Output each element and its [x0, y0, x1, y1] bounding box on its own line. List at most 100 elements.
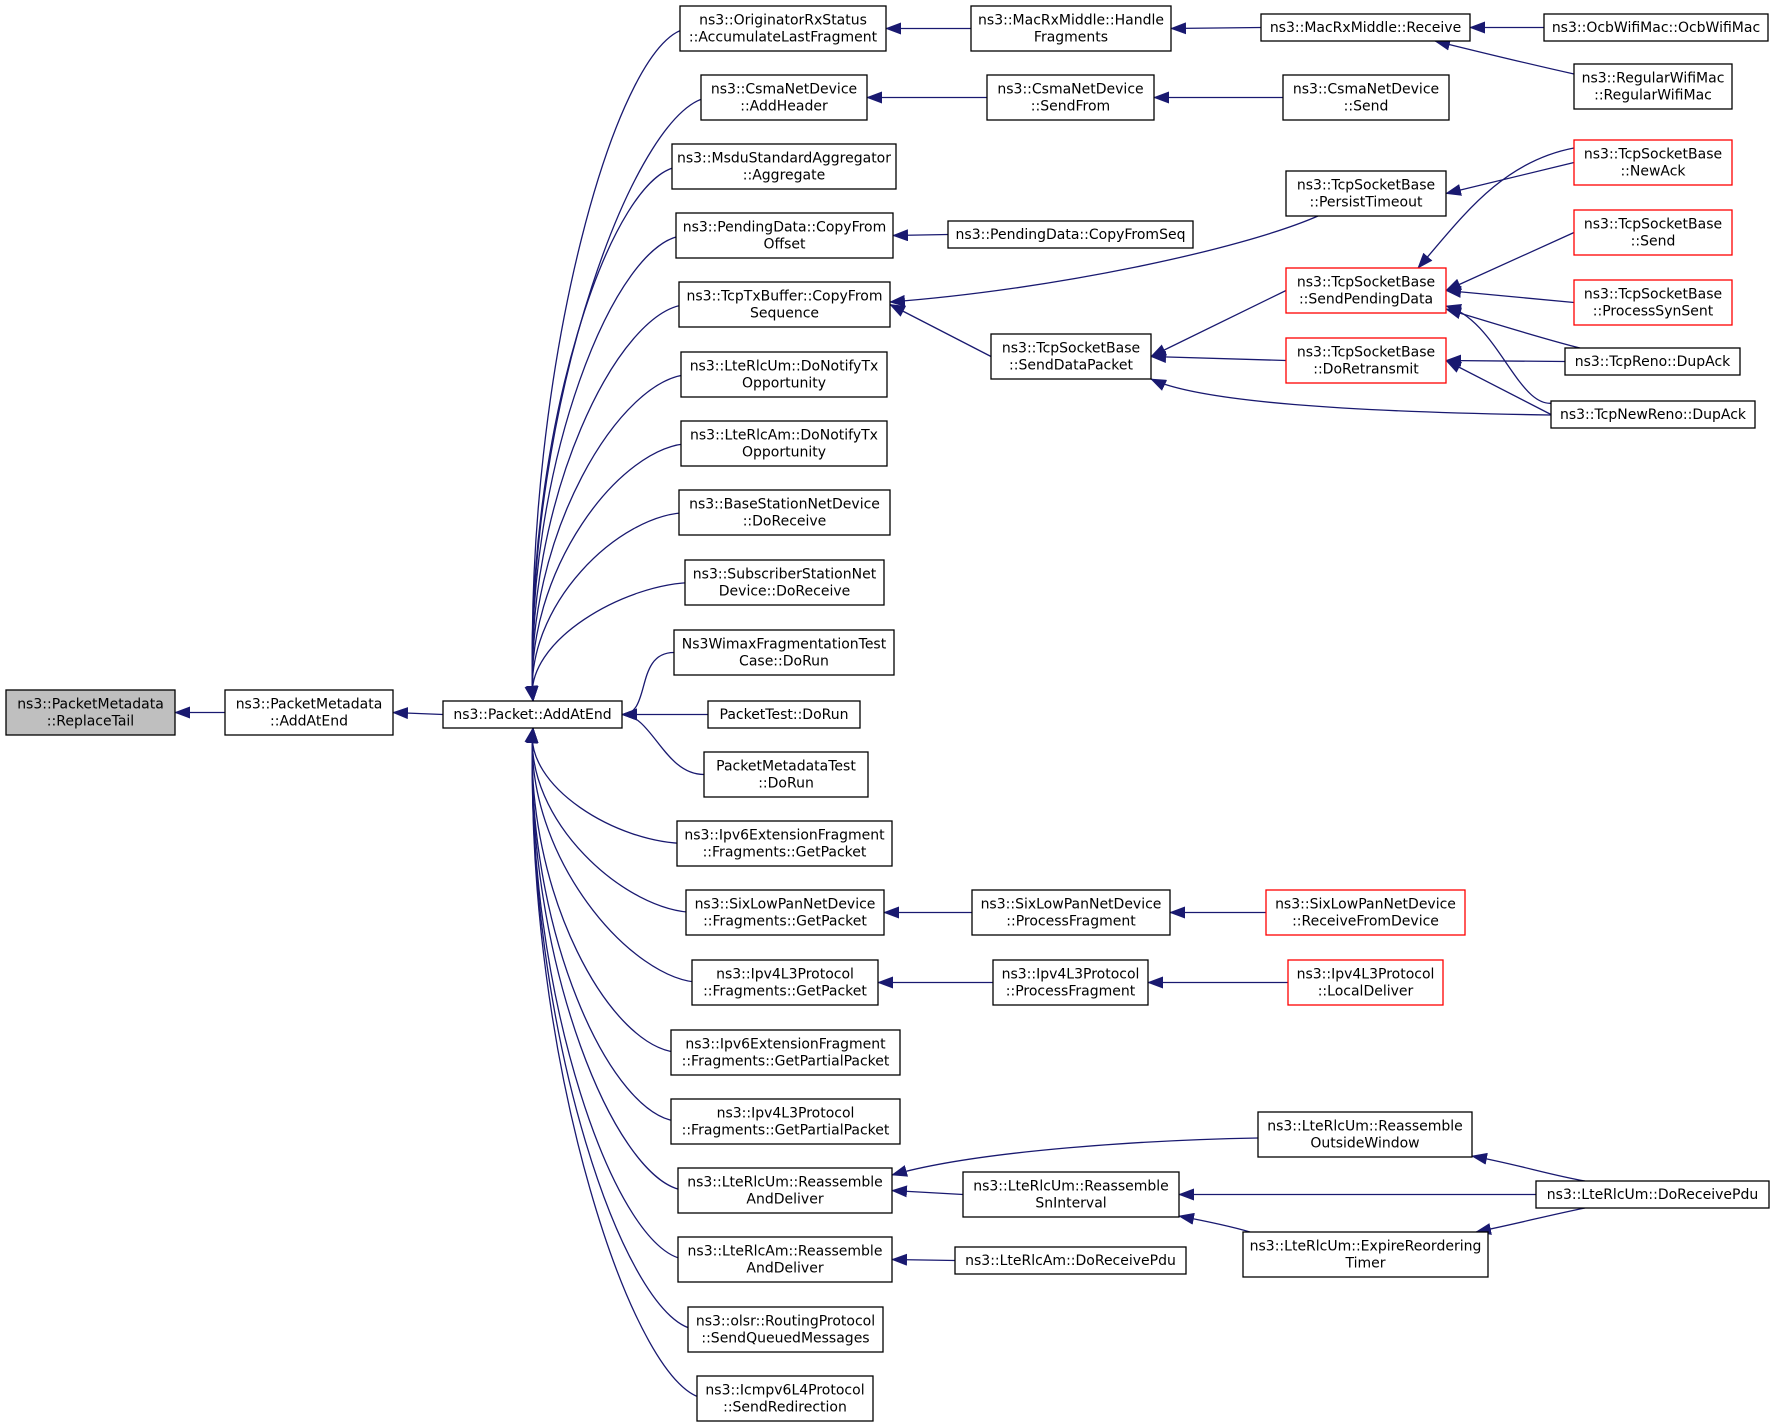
edge-line [892, 229, 949, 242]
node-tcp-process-syn-sent[interactable]: ns3::TcpSocketBase::ProcessSynSent [1573, 279, 1733, 326]
node-tcp-do-retransmit[interactable]: ns3::TcpSocketBase::DoRetransmit [1285, 337, 1447, 384]
node-packet-test[interactable]: PacketTest::DoRun [707, 700, 861, 729]
node-label-line: ::Aggregate [743, 168, 825, 184]
node-label-line: ns3::MacRxMiddle::Handle [978, 13, 1164, 29]
node-box [1573, 209, 1733, 256]
edge-tcp-new-reno-dup-ack-to-tcp-do-retransmit [1445, 359, 1552, 416]
node-packet-add-at-end[interactable]: ns3::Packet::AddAtEnd [442, 700, 623, 729]
node-tcp-send-data-packet[interactable]: ns3::TcpSocketBase::SendDataPacket [990, 333, 1152, 380]
node-ipv4l3-local-deliver[interactable]: ns3::Ipv4L3Protocol::LocalDeliver [1287, 959, 1444, 1006]
node-box [224, 689, 394, 736]
node-label-line: ns3::TcpSocketBase [1584, 147, 1722, 163]
node-box [671, 143, 897, 190]
node-accumulate-last-fragment[interactable]: ns3::OriginatorRxStatus::AccumulateLastF… [679, 5, 887, 52]
node-sixlowpan-receive-from-device[interactable]: ns3::SixLowPanNetDevice::ReceiveFromDevi… [1265, 889, 1466, 936]
node-pm-add-at-end[interactable]: ns3::PacketMetadata::AddAtEnd [224, 689, 394, 736]
node-label-line: ns3::TcpReno::DupAck [1575, 354, 1731, 370]
edge-tcp-reno-dup-ack-to-tcp-send-pending-data [1445, 307, 1581, 349]
edge-wimax-frag-test-to-packet-add-at-end [621, 651, 675, 721]
node-box [1257, 1111, 1473, 1158]
node-label-line: ns3::TcpSocketBase [1002, 341, 1140, 357]
node-icmpv6-send-redirection[interactable]: ns3::Icmpv6L4Protocol::SendRedirection [696, 1375, 874, 1422]
edge-bs-do-receive-to-packet-add-at-end [525, 511, 690, 702]
node-csma-add-header[interactable]: ns3::CsmaNetDevice::AddHeader [700, 74, 868, 121]
node-mac-rx-receive[interactable]: ns3::MacRxMiddle::Receive [1260, 13, 1471, 42]
edge-line [526, 165, 683, 702]
node-sixlowpan-frag-get-packet[interactable]: ns3::SixLowPanNetDevice::Fragments::GetP… [685, 889, 885, 936]
edge-ipv6-frag-get-partial-to-packet-add-at-end [526, 727, 682, 1054]
node-regular-wifi-mac[interactable]: ns3::RegularWifiMac::RegularWifiMac [1573, 63, 1733, 110]
nodes-layer: ns3::PacketMetadata::ReplaceTail ns3::Pac… [5, 5, 1770, 1422]
edge-line [526, 373, 692, 702]
edge-tcp-send-pending-data-to-tcp-send-data-packet [1150, 289, 1287, 358]
node-lte-rlc-am-do-receive-pdu[interactable]: ns3::LteRlcAm::DoReceivePdu [954, 1246, 1187, 1275]
node-replace-tail[interactable]: ns3::PacketMetadata::ReplaceTail [5, 689, 176, 736]
node-tcp-new-ack[interactable]: ns3::TcpSocketBase::NewAck [1573, 139, 1733, 186]
node-olsr-send-queued[interactable]: ns3::olsr::RoutingProtocol::SendQueuedMe… [687, 1306, 884, 1353]
node-pm-test[interactable]: PacketMetadataTest::DoRun [703, 751, 869, 798]
node-label-line: ns3::OriginatorRxStatus [699, 13, 867, 29]
node-ipv4l3-frag-get-packet[interactable]: ns3::Ipv4L3Protocol::Fragments::GetPacke… [691, 959, 879, 1006]
node-box [1285, 267, 1447, 314]
node-label-line: ns3::Ipv4L3Protocol [1002, 967, 1140, 983]
node-ocb-wifi-mac[interactable]: ns3::OcbWifiMac::OcbWifiMac [1543, 13, 1769, 42]
node-csma-send[interactable]: ns3::CsmaNetDevice::Send [1282, 74, 1450, 121]
edge-line [1445, 354, 1566, 367]
node-box [954, 1246, 1187, 1275]
edge-ss-do-receive-to-packet-add-at-end [524, 581, 696, 702]
node-label-line: ::AccumulateLastFragment [689, 30, 878, 46]
node-box [992, 959, 1149, 1006]
edge-lte-rlc-um-do-receive-pdu-to-lte-rlc-um-expire-reordering [1475, 1207, 1586, 1235]
edge-line [889, 215, 1319, 307]
node-label-line: Fragments [1034, 30, 1108, 46]
node-ipv4l3-frag-get-partial[interactable]: ns3::Ipv4L3Protocol::Fragments::GetParti… [670, 1098, 901, 1145]
node-label-line: ::ProcessSynSent [1593, 304, 1714, 320]
node-lte-rlc-um-do-receive-pdu[interactable]: ns3::LteRlcUm::DoReceivePdu [1535, 1180, 1770, 1209]
edge-line [1475, 1207, 1586, 1235]
node-tcp-new-reno-dup-ack[interactable]: ns3::TcpNewReno::DupAck [1550, 400, 1756, 429]
node-tcp-send[interactable]: ns3::TcpSocketBase::Send [1573, 209, 1733, 256]
edge-line [526, 727, 689, 1192]
node-tcp-persist-timeout[interactable]: ns3::TcpSocketBase::PersistTimeout [1285, 170, 1447, 217]
node-ipv6-frag-get-packet[interactable]: ns3::Ipv6ExtensionFragment::Fragments::G… [676, 820, 893, 867]
node-label-line: ::DoRun [758, 776, 814, 792]
node-box [1573, 139, 1733, 186]
edge-regular-wifi-mac-to-mac-rx-receive [1434, 38, 1575, 75]
edge-sixlowpan-frag-get-packet-to-packet-add-at-end [525, 727, 697, 914]
edge-line [1445, 161, 1575, 196]
node-bs-do-receive[interactable]: ns3::BaseStationNetDevice::DoReceive [678, 489, 891, 536]
node-label-line: ::LocalDeliver [1318, 984, 1414, 1000]
node-box [1573, 63, 1733, 110]
edge-line [524, 581, 696, 702]
node-ipv6-frag-get-partial[interactable]: ns3::Ipv6ExtensionFragment::Fragments::G… [670, 1029, 901, 1076]
node-ss-do-receive[interactable]: ns3::SubscriberStationNetDevice::DoRecei… [684, 559, 885, 606]
edge-lte-rlc-um-do-notify-to-packet-add-at-end [526, 373, 692, 702]
node-csma-send-from[interactable]: ns3::CsmaNetDevice::SendFrom [986, 74, 1155, 121]
node-msdu-aggregate[interactable]: ns3::MsduStandardAggregator::Aggregate [671, 143, 897, 190]
node-ipv4l3-process-fragment[interactable]: ns3::Ipv4L3Protocol::ProcessFragment [992, 959, 1149, 1006]
node-tcp-send-pending-data[interactable]: ns3::TcpSocketBase::SendPendingData [1285, 267, 1447, 314]
node-sixlowpan-process-fragment[interactable]: ns3::SixLowPanNetDevice::ProcessFragment [971, 889, 1171, 936]
node-pending-copy-from-seq[interactable]: ns3::PendingData::CopyFromSeq [947, 220, 1194, 249]
node-label-line: ::SendFrom [1031, 99, 1110, 115]
node-label-line: ns3::MsduStandardAggregator [677, 151, 891, 167]
node-label-line: ::AddHeader [740, 99, 828, 115]
edge-lte-rlc-am-reassemble-deliver-to-packet-add-at-end [526, 727, 689, 1261]
node-box [1285, 337, 1447, 384]
node-label-line: ns3::Packet::AddAtEnd [453, 707, 611, 723]
edge-line [526, 727, 689, 1261]
node-tcp-reno-dup-ack[interactable]: ns3::TcpReno::DupAck [1564, 347, 1741, 376]
node-box [685, 889, 885, 936]
node-label-line: ns3::TcpNewReno::DupAck [1560, 407, 1747, 423]
